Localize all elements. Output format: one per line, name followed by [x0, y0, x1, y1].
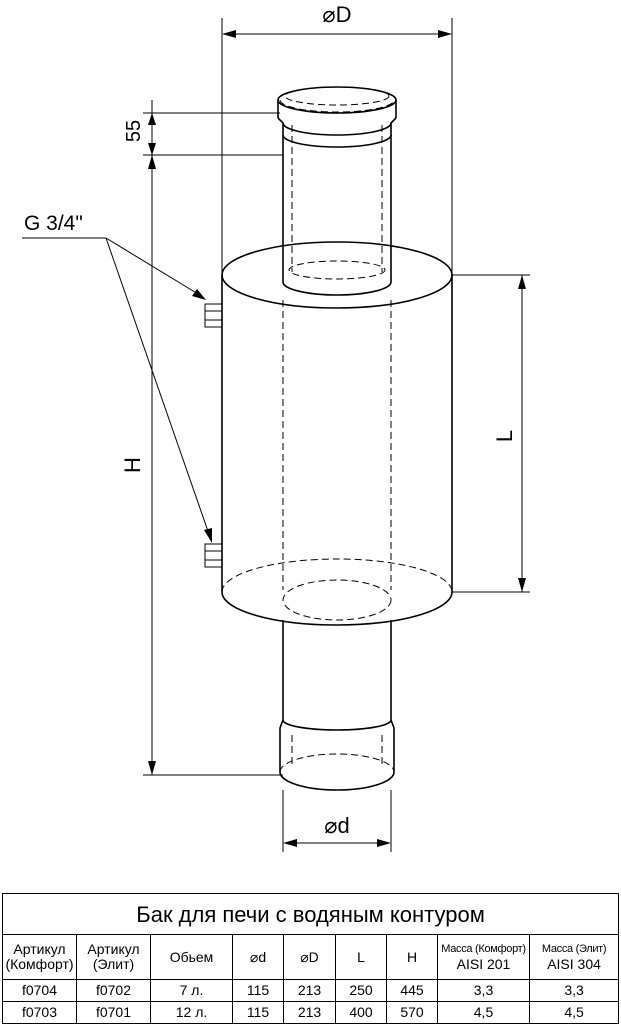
cell-L: 250: [335, 979, 387, 1002]
cell-volume: 12 л.: [150, 1001, 233, 1024]
header-art-comfort-line2: (Комфорт): [5, 956, 74, 972]
header-mass-comfort: Масса (Комфорт) AISI 201: [437, 934, 530, 980]
dimension-D-label: ⌀D: [322, 2, 351, 27]
header-art-elite-line2: (Элит): [92, 956, 135, 972]
dimension-L-label: L: [492, 430, 517, 442]
header-mass-elite: Масса (Элит) AISI 304: [528, 934, 620, 980]
table-row: f0704 f0702 7 л. 115 213 250 445 3,3 3,3: [2, 979, 620, 1002]
dimension-55-label: 55: [123, 120, 145, 142]
dimension-L: L: [452, 274, 530, 593]
header-mass-elite-line1: Масса (Элит): [541, 943, 607, 955]
cell-mass-elite: 4,5: [528, 1001, 620, 1024]
lower-fitting: [204, 543, 223, 568]
tank-drawing: ⌀D 55 H L ⌀d G 3/4": [22, 2, 530, 852]
tank-body: [221, 241, 453, 626]
cell-D: 213: [283, 979, 336, 1002]
header-d: ⌀d: [232, 934, 284, 980]
cell-mass-elite: 3,3: [528, 979, 620, 1002]
cell-mass-comfort: 4,5: [437, 1001, 530, 1024]
header-art-comfort-line1: Артикул: [13, 941, 66, 957]
cell-art-comfort: f0704: [2, 979, 77, 1002]
header-D: ⌀D: [283, 934, 336, 980]
cell-D: 213: [283, 1001, 336, 1024]
thread-label: G 3/4": [24, 212, 83, 235]
header-art-elite: Артикул (Элит): [76, 934, 151, 980]
cell-H: 570: [386, 1001, 438, 1024]
table-row: f0703 f0701 12 л. 115 213 400 570 4,5 4,…: [2, 1001, 620, 1024]
header-volume: Обьем: [150, 934, 233, 980]
cell-volume: 7 л.: [150, 979, 233, 1002]
upper-fitting: [204, 303, 223, 328]
cell-d: 115: [232, 1001, 284, 1024]
cell-art-elite: f0702: [76, 979, 151, 1002]
dimension-H: H: [120, 155, 283, 776]
header-art-comfort: Артикул (Комфорт): [2, 934, 77, 980]
dimension-d: ⌀d: [282, 790, 392, 852]
dimension-H-label: H: [120, 457, 145, 473]
cell-art-elite: f0701: [76, 1001, 151, 1024]
header-H: H: [386, 934, 438, 980]
dimension-55: 55: [123, 100, 283, 168]
top-pipe: [277, 86, 397, 282]
cell-mass-comfort: 3,3: [437, 979, 530, 1002]
dimension-D: ⌀D: [221, 2, 453, 275]
cell-art-comfort: f0703: [2, 1001, 77, 1024]
cell-d: 115: [232, 979, 284, 1002]
cell-L: 400: [335, 1001, 387, 1024]
header-mass-comfort-line2: AISI 201: [456, 956, 511, 972]
header-L: L: [335, 934, 387, 980]
dimension-d-label: ⌀d: [324, 813, 349, 838]
spec-table: Бак для печи с водяным контуром Артикул …: [1, 893, 620, 1024]
thread-callout: G 3/4": [22, 212, 212, 543]
header-mass-comfort-line1: Масса (Комфорт): [441, 943, 526, 955]
table-title: Бак для печи с водяным контуром: [1, 893, 620, 935]
header-mass-elite-line2: AISI 304: [547, 956, 601, 972]
header-art-elite-line1: Артикул: [87, 941, 140, 957]
cell-H: 445: [386, 979, 438, 1002]
bottom-pipe: [279, 620, 395, 791]
